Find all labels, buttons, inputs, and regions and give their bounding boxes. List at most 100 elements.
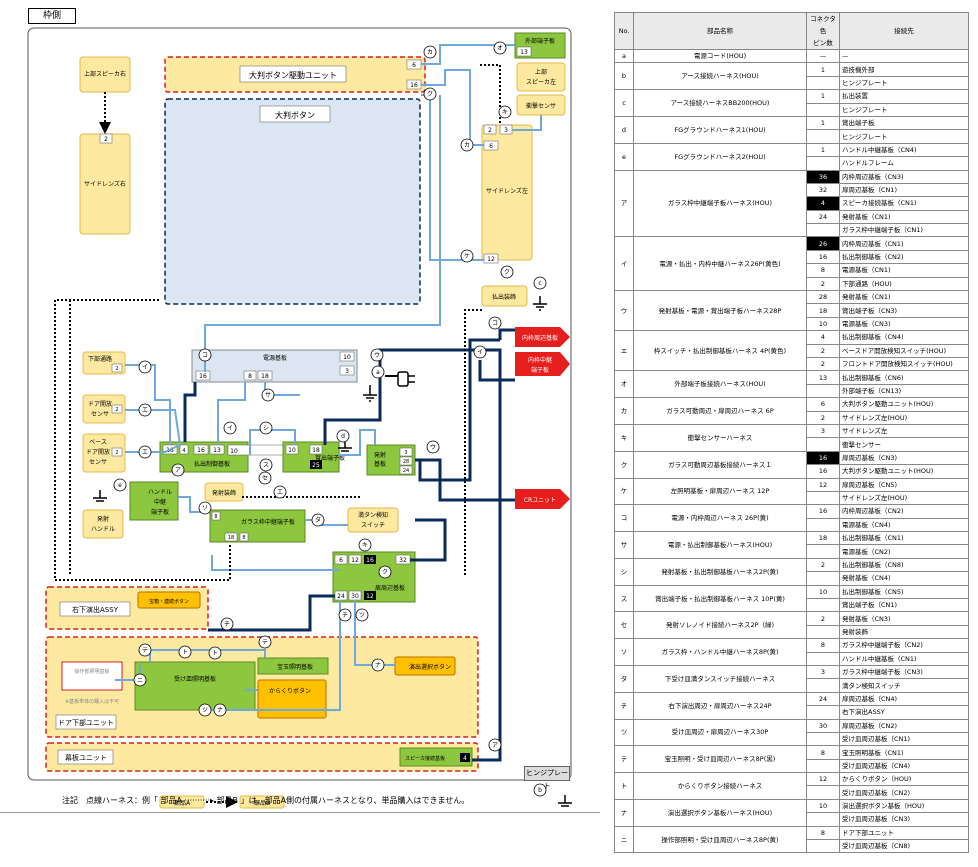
row-no: ア xyxy=(614,169,634,238)
svg-text:16: 16 xyxy=(366,557,374,564)
circle-label-40: c xyxy=(533,276,547,290)
svg-text:24: 24 xyxy=(337,593,345,600)
row-pins: 2 xyxy=(806,557,840,573)
power-board-box: 電源基板 16 8 18 10 3 xyxy=(191,349,358,383)
row-pins: 2 xyxy=(806,410,840,425)
row-no: ツ xyxy=(614,718,634,747)
row-pins: 18 xyxy=(806,303,840,318)
svg-text:払出制御基板: 払出制御基板 xyxy=(194,460,230,468)
circle-label-9: イ xyxy=(138,360,152,374)
svg-text:ベース: ベース xyxy=(89,439,107,446)
circle-label-18: シ xyxy=(259,421,273,435)
row-no: a xyxy=(614,48,634,64)
payout-ornament-box: 払出装飾 xyxy=(481,285,528,307)
row-dest: 受け皿周辺基板（CN1) xyxy=(839,731,969,747)
circle-label-text: イ xyxy=(227,425,233,432)
circle-label-text: イ xyxy=(142,364,148,371)
lower-ornament-box: 下部通路 2 xyxy=(82,351,126,375)
row-pins xyxy=(806,517,840,533)
circle-label-28: ナ xyxy=(213,703,227,717)
svg-text:13: 13 xyxy=(213,447,221,454)
svg-text:宝玉照明基板: 宝玉照明基板 xyxy=(277,663,313,671)
row-pins: 8 xyxy=(806,745,840,760)
svg-text:2: 2 xyxy=(115,407,118,413)
row-dest: 扉周辺基板（CN3) xyxy=(839,450,969,466)
circle-label-27: ツ xyxy=(198,703,212,717)
row-dest: スピーカ接続基板（CN1) xyxy=(839,196,969,211)
svg-text:発射: 発射 xyxy=(97,515,109,523)
row-dest: ハンドルフレーム xyxy=(839,156,969,171)
svg-text:発射: 発射 xyxy=(374,451,386,459)
row-no: ニ xyxy=(614,825,634,854)
svg-text:6: 6 xyxy=(339,557,343,564)
row-dest: 払出装置 xyxy=(839,89,969,104)
circle-label-12: サ xyxy=(261,388,275,402)
table-row: ヒンジプレート xyxy=(615,102,969,117)
svg-text:下部通路: 下部通路 xyxy=(88,355,112,363)
row-pins xyxy=(806,598,840,613)
row-dest: 宝玉照明基板（CN1) xyxy=(839,745,969,760)
circle-label-text: ケ xyxy=(464,253,470,260)
row-dest: 受け皿周辺基板（CN3) xyxy=(839,812,969,827)
launch-ornament-box: 発射装飾 xyxy=(204,482,244,502)
navy-harness-lines xyxy=(183,328,515,762)
row-name: 電源コード(HOU) xyxy=(633,48,807,64)
speaker-top-left-box: 上部 スピーカ左 xyxy=(516,62,566,92)
row-no: カ xyxy=(614,397,634,425)
table-row: ハンドルフレーム xyxy=(615,156,969,171)
circle-label-text: ク xyxy=(504,269,510,276)
row-no: c xyxy=(614,89,634,117)
row-pins: 2 xyxy=(806,276,840,292)
svg-text:右下演出ASSY: 右下演出ASSY xyxy=(72,605,119,614)
note-legend: 部品A 部品B xyxy=(159,795,285,809)
frame-side-tag: 枠側 xyxy=(28,8,76,24)
row-dest: 扉周辺基板（CN5) xyxy=(839,477,969,492)
table-row: 発射装飾 xyxy=(615,624,969,640)
row-dest: サイドレンズ左(HOU) xyxy=(839,410,969,425)
row-no: ス xyxy=(614,584,634,613)
circle-label-13: イ xyxy=(223,421,237,435)
svg-text:18: 18 xyxy=(228,535,234,541)
big-button-box: 大判ボタン xyxy=(164,98,421,305)
row-pins: 16 xyxy=(806,249,840,265)
circle-label-29: ナ xyxy=(371,658,385,672)
svg-text:発射装飾: 発射装飾 xyxy=(212,489,236,497)
launch-handle-box: 発射 ハンドル xyxy=(82,509,124,539)
svg-text:中継: 中継 xyxy=(154,498,166,506)
circle-label-7: コ xyxy=(488,316,502,330)
svg-text:2: 2 xyxy=(104,136,108,143)
header-dest: 接続先 xyxy=(839,12,969,50)
row-name: 右下演出周辺・扉周辺ハーネス24P xyxy=(633,691,807,720)
row-name: 枠スイッチ・払出制御基板ハーネス 4P(黄色) xyxy=(633,330,807,372)
row-no: オ xyxy=(614,370,634,399)
circle-label-text: ツ xyxy=(359,612,365,619)
row-pins: 4 xyxy=(806,330,840,345)
row-dest: 内枠周辺基板（CN3) xyxy=(839,169,969,184)
svg-text:8: 8 xyxy=(242,535,245,541)
row-dest: 扉周辺基板（CN2) xyxy=(839,718,969,733)
table-row: 発射基板（CN4) xyxy=(615,571,969,586)
circle-label-text: ウ xyxy=(430,443,436,451)
row-dest: 払出制御基板（CN5) xyxy=(839,584,969,600)
row-pins: 4 xyxy=(806,196,840,211)
row-name: 操作部照明・受け皿周辺ハーネス8P(黄) xyxy=(633,825,807,854)
row-no: チ xyxy=(614,691,634,720)
svg-text:8: 8 xyxy=(214,514,217,520)
header-no: No. xyxy=(614,12,634,50)
row-pins xyxy=(806,102,840,117)
circle-label-2: ク xyxy=(423,87,437,101)
row-pins xyxy=(806,223,840,238)
circle-label-6: ク xyxy=(500,265,514,279)
row-name: 発射基板・電源・賞出端子板ハーネス28P xyxy=(633,290,807,332)
row-no: ク xyxy=(614,450,634,479)
svg-text:からくりボタン: からくりボタン xyxy=(269,687,311,695)
circle-label-text: セ xyxy=(262,475,268,482)
